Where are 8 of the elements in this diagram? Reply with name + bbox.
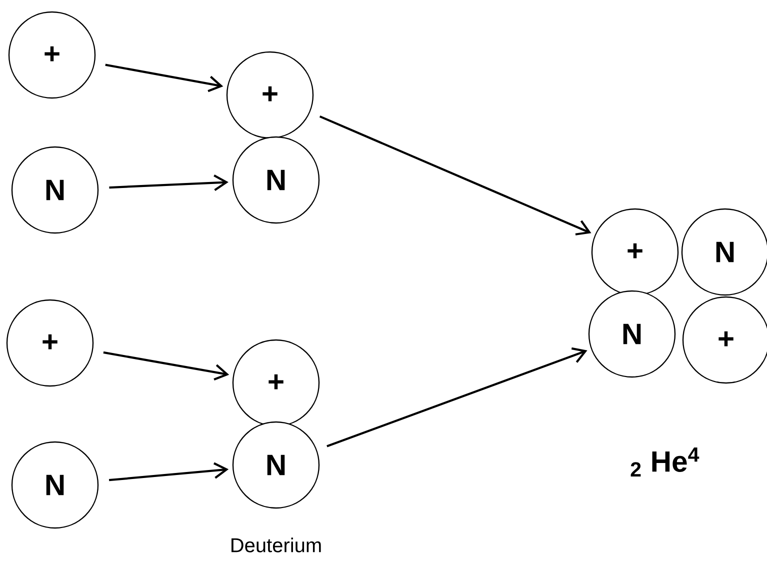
arrow (105, 64, 224, 92)
arrow (319, 115, 592, 236)
arrow (326, 347, 588, 448)
label-text: Deuterium (232, 538, 321, 552)
label-text: $_{2}$ He$^{4}$ (630, 448, 700, 476)
arrow (103, 351, 230, 380)
arrow (108, 462, 229, 482)
arrow (109, 174, 228, 191)
